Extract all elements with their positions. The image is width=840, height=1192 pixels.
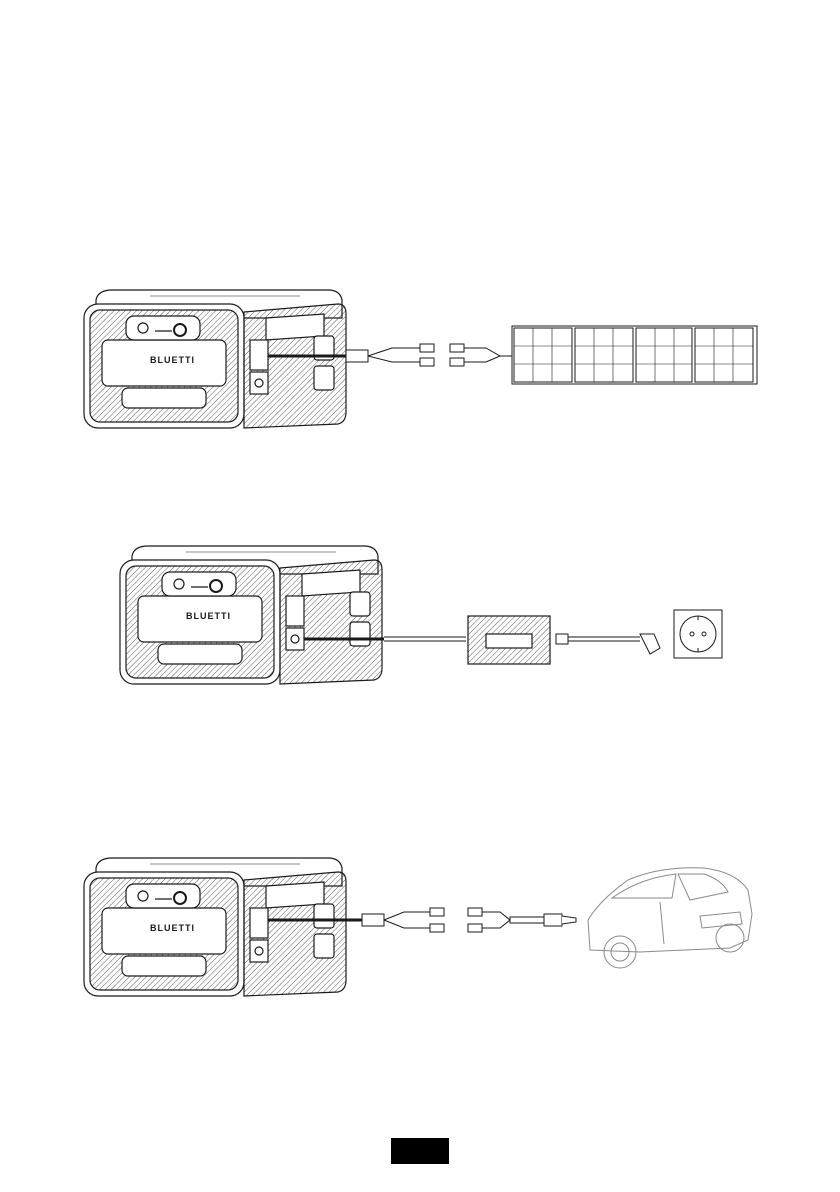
ac-charging-diagram: BLUETTI (0, 520, 840, 710)
solar-panel-3 (636, 328, 692, 382)
brand-logo: BLUETTI (150, 355, 195, 365)
solar-panel-array (512, 326, 757, 384)
solar-charging-diagram: BLUETTI (0, 0, 840, 460)
wall-socket (674, 610, 722, 658)
brand-logo-3: BLUETTI (150, 923, 195, 933)
ac-adapter-cable (304, 637, 466, 641)
power-station-unit-3 (84, 858, 346, 996)
page-number-tab (391, 1138, 449, 1164)
car-illustration (588, 868, 752, 968)
ac-adapter-brick (468, 616, 550, 664)
solar-panel-4 (695, 328, 753, 382)
power-station-unit-2 (120, 546, 382, 684)
solar-panel-1 (514, 328, 572, 382)
power-station-unit-1 (84, 290, 346, 428)
solar-panel-2 (575, 328, 633, 382)
car-charging-diagram: BLUETTI (0, 840, 840, 1000)
power-cord (556, 634, 660, 654)
brand-logo-2: BLUETTI (186, 611, 231, 621)
